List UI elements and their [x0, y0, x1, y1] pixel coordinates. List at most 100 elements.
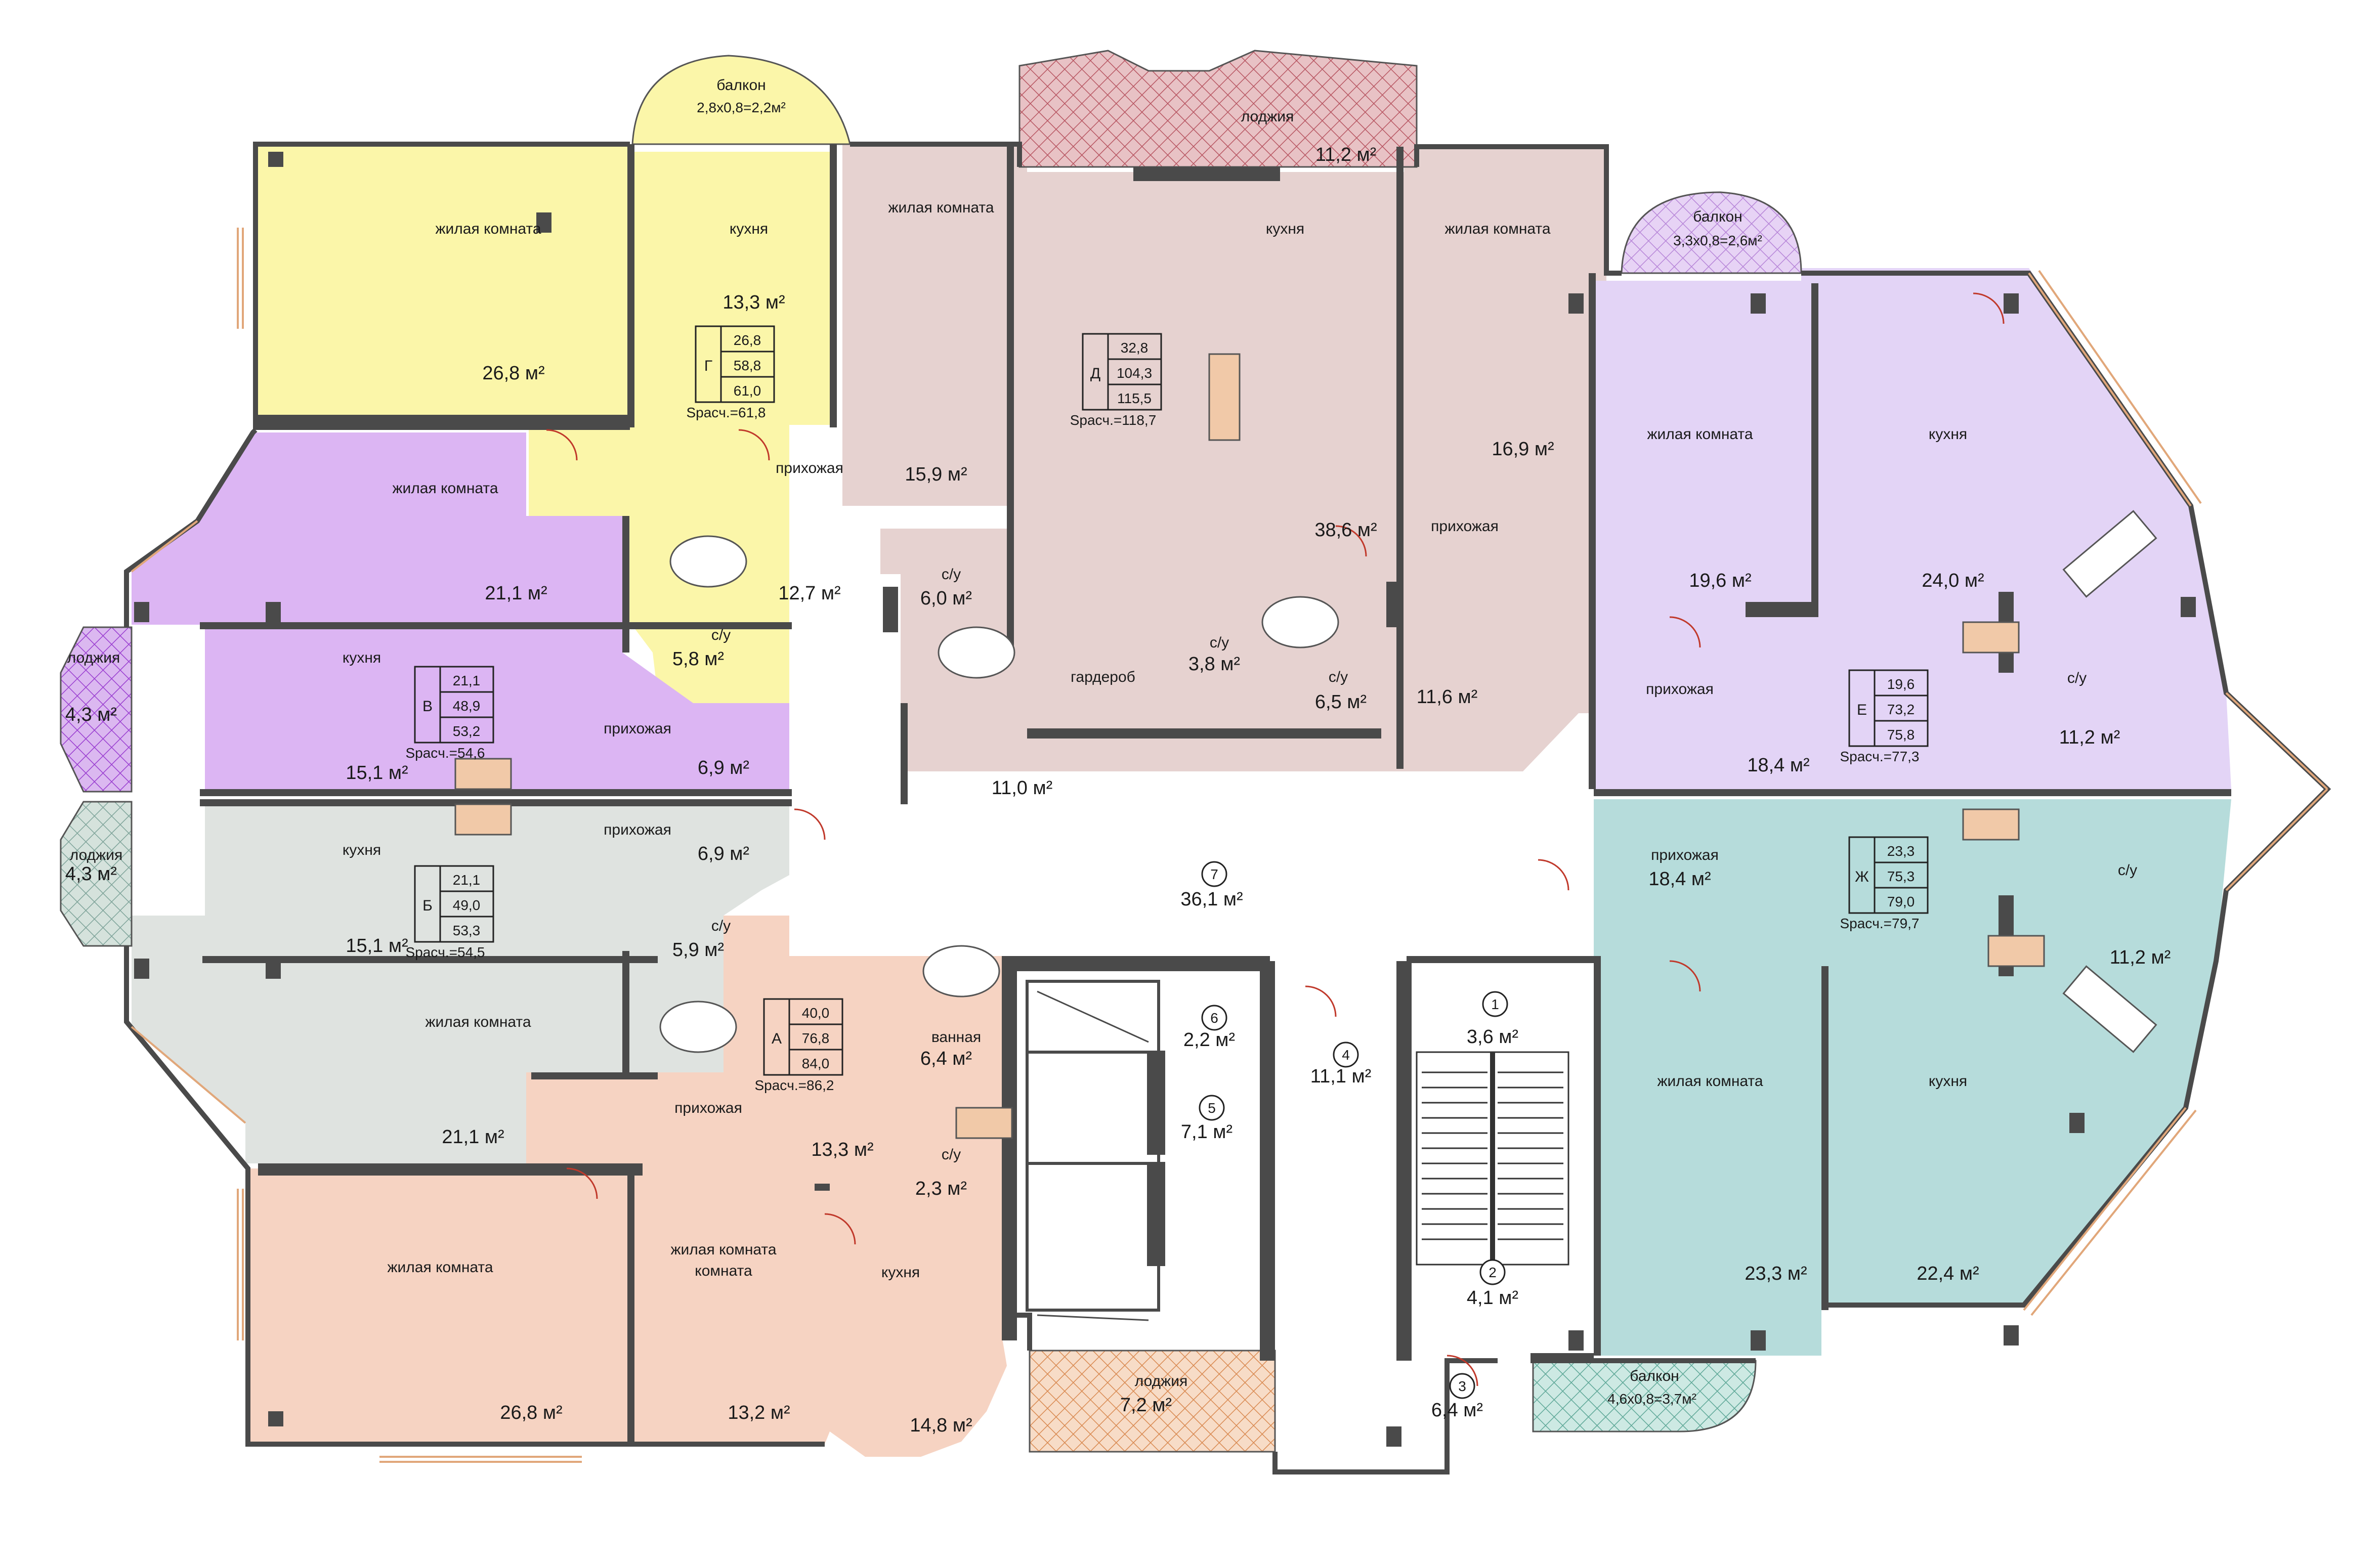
room-name: с/у — [2067, 670, 2087, 686]
loggia-bottom — [1029, 1350, 1276, 1453]
loggia-left-lower — [60, 801, 133, 947]
svg-text:11,1 м²: 11,1 м² — [1310, 1066, 1371, 1087]
room-name: кухня — [343, 842, 381, 858]
svg-text:6: 6 — [1210, 1010, 1218, 1026]
balcony-name: балкон — [1630, 1368, 1679, 1384]
apartment-total-area: 76,8 — [802, 1030, 830, 1046]
room-area: 5,9 м² — [672, 939, 724, 961]
balcony-name: балкон — [1693, 208, 1742, 225]
room-name: жилая комната — [1647, 426, 1753, 443]
room-name: жилая комната — [888, 199, 994, 216]
common-area-5: 5 7,1 м² — [1181, 1095, 1232, 1143]
common-areas: 1 3,6 м² 2 4,1 м² 3 6,4 м² 4 11,1 м² 5 7… — [1180, 861, 1518, 1421]
apartment-calc-area: Spacч.=86,2 — [754, 1077, 834, 1093]
room-area: 13,3 м² — [811, 1139, 873, 1160]
room-name: с/у — [711, 918, 731, 934]
common-area-1: 1 3,6 м² — [1467, 991, 1518, 1048]
apartment-e-zone — [1594, 268, 2231, 789]
apartment-total-area: 73,2 — [1887, 702, 1915, 717]
room-area: 18,4 м² — [1747, 755, 1809, 776]
common-area-2: 2 4,1 м² — [1467, 1259, 1518, 1309]
apartment-letter: Б — [422, 897, 433, 914]
svg-text:4,1 м²: 4,1 м² — [1467, 1287, 1518, 1309]
apartment-living-area: 40,0 — [802, 1005, 830, 1021]
loggia-name: лоджия — [70, 847, 122, 863]
room-area: 6,9 м² — [698, 757, 749, 778]
apartment-letter: Е — [1857, 702, 1867, 718]
room-name: жилая комната — [387, 1259, 493, 1276]
room-name: кухня — [1929, 426, 1967, 443]
room-name: жилая комната — [392, 480, 498, 497]
room-area: 21,1 м² — [485, 583, 547, 604]
room-area: 12,7 м² — [778, 583, 840, 604]
apartment-total-area: 58,8 — [734, 358, 761, 373]
apartment-calc-area: Spacч.=79,7 — [1840, 916, 1919, 931]
door-swings — [546, 292, 2005, 1386]
room-name: жилая комната — [425, 1014, 531, 1030]
room-area: 15,1 м² — [346, 762, 408, 784]
apartment-living-area: 26,8 — [734, 332, 761, 348]
apartment-living-area: 19,6 — [1887, 676, 1915, 692]
room-area: 22,4 м² — [1917, 1263, 1979, 1284]
room-name: прихожая — [1646, 681, 1714, 698]
apartment-living-area: 23,3 — [1887, 843, 1915, 859]
apartment-living-area: 32,8 — [1121, 340, 1149, 356]
apartment-living-area: 21,1 — [453, 673, 481, 688]
apartment-d-zone — [842, 144, 1606, 771]
room-area: 13,3 м² — [722, 292, 785, 313]
room-area: 3,8 м² — [1188, 654, 1240, 675]
interior-walls — [134, 144, 2231, 1447]
room-name: прихожая — [776, 460, 843, 476]
room-area: 19,6 м² — [1689, 570, 1751, 591]
room-area: 5,8 м² — [672, 648, 724, 670]
room-name: прихожая — [1431, 518, 1499, 535]
loggia-left-upper — [60, 626, 133, 793]
apartment-area-with-balcony: 115,5 — [1117, 390, 1152, 406]
room-name: прихожая — [674, 1100, 742, 1116]
apartment-total-area: 49,0 — [453, 897, 481, 913]
common-area-4: 4 11,1 м² — [1310, 1042, 1371, 1087]
svg-text:2: 2 — [1489, 1265, 1497, 1280]
svg-text:7,1 м²: 7,1 м² — [1181, 1121, 1232, 1143]
svg-text:36,1 м²: 36,1 м² — [1180, 889, 1243, 910]
apartment-area-with-balcony: 79,0 — [1887, 894, 1915, 909]
loggia-area: 4,3 м² — [65, 704, 117, 725]
loggia-area: 4,3 м² — [65, 863, 117, 885]
room-name: жилая комната — [1444, 221, 1550, 237]
svg-text:1: 1 — [1491, 996, 1499, 1012]
apartment-zh-zone — [1594, 799, 2231, 1356]
room-name: кухня — [881, 1264, 920, 1281]
room-area: 23,3 м² — [1745, 1263, 1807, 1284]
apartment-letter: В — [422, 698, 433, 715]
apartment-area-with-balcony: 75,8 — [1887, 727, 1915, 743]
balcony-bottom-right — [1532, 1360, 1757, 1433]
apartment-calc-area: Spacч.=54,6 — [405, 745, 485, 761]
room-name: гардероб — [1071, 669, 1135, 685]
room-area: 11,2 м² — [2059, 727, 2120, 748]
room-area: 15,9 м² — [905, 464, 967, 485]
room-area: 13,2 м² — [728, 1402, 790, 1423]
svg-text:6,4 м²: 6,4 м² — [1431, 1400, 1483, 1421]
balcony-dims: 2,8х0,8=2,2м² — [697, 100, 786, 115]
room-name: с/у — [1210, 634, 1229, 651]
balconies — [60, 50, 1802, 1453]
apartment-area-with-balcony: 53,2 — [453, 723, 481, 739]
room-area: 15,1 м² — [346, 935, 408, 957]
svg-text:4: 4 — [1342, 1047, 1350, 1063]
room-name: прихожая — [1651, 847, 1719, 863]
room-area: 11,6 м² — [1417, 686, 1477, 708]
balcony-dims: 4,6х0,8=3,7м² — [1607, 1391, 1696, 1407]
room-area: 11,2 м² — [2110, 947, 2171, 968]
loggia-area: 7,2 м² — [1120, 1395, 1172, 1416]
corridor-zone — [789, 703, 1594, 956]
room-name: жилая комната — [670, 1241, 776, 1258]
room-name: с/у — [1329, 669, 1348, 685]
apartment-total-area: 75,3 — [1887, 869, 1915, 884]
apartment-tables: Г26,858,861,0Spacч.=61,8Д32,8104,3115,5S… — [405, 325, 1929, 1093]
room-name: прихожая — [604, 720, 671, 737]
